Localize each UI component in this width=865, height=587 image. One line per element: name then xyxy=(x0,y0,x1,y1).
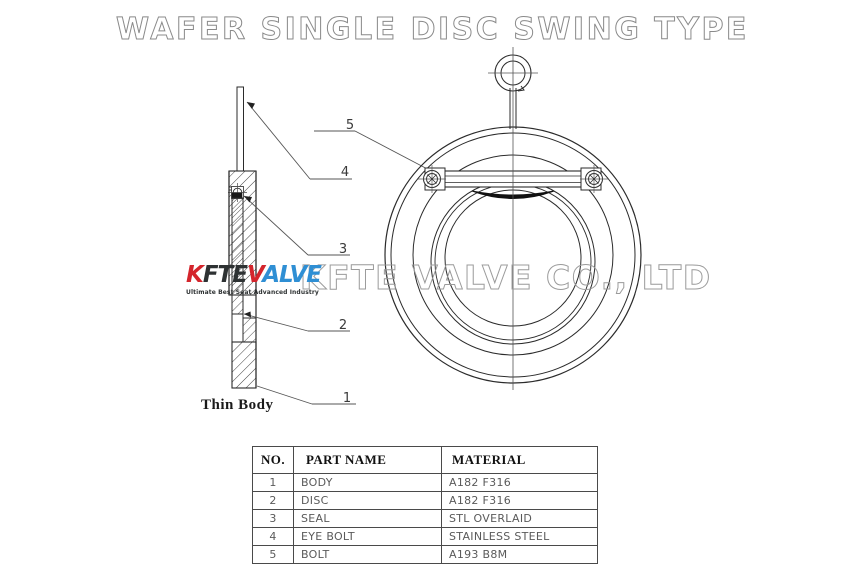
page-title: WAFER SINGLE DISC SWING TYPE xyxy=(116,12,749,48)
callout-number-5: 5 xyxy=(345,118,355,133)
lifting-rod xyxy=(236,86,244,172)
cell-part-name: EYE BOLT xyxy=(293,527,442,546)
cell-material: A182 F316 xyxy=(441,473,598,492)
header-material: MATERIAL xyxy=(441,446,598,474)
cell-part-name: BODY xyxy=(293,473,442,492)
disc-step xyxy=(231,313,257,343)
cell-no: 3 xyxy=(252,509,294,528)
cell-material: STAINLESS STEEL xyxy=(441,527,598,546)
cell-no: 1 xyxy=(252,473,294,492)
disc-section xyxy=(231,197,244,315)
header-no: NO. xyxy=(252,446,294,474)
callout-number-2: 2 xyxy=(338,318,348,333)
callout-number-3: 3 xyxy=(338,242,348,257)
cell-material: A193 B8M xyxy=(441,545,598,564)
body-lower-section xyxy=(231,341,257,389)
table-header-row: NO. PART NAME MATERIAL xyxy=(252,446,598,474)
cell-material: STL OVERLAID xyxy=(441,509,598,528)
bolt-head-left xyxy=(418,165,446,193)
bolt-head-right xyxy=(580,165,608,193)
cell-no: 4 xyxy=(252,527,294,546)
header-part-name: PART NAME xyxy=(293,446,442,474)
cell-no: 2 xyxy=(252,491,294,510)
section-view-label: Thin Body xyxy=(201,397,274,413)
cell-part-name: DISC xyxy=(293,491,442,510)
front-view-right xyxy=(384,47,642,390)
cell-part-name: SEAL xyxy=(293,509,442,528)
cell-no: 5 xyxy=(252,545,294,564)
cell-material: A182 F316 xyxy=(441,491,598,510)
callout-number-4: 4 xyxy=(340,165,350,180)
cell-part-name: BOLT xyxy=(293,545,442,564)
section-view-left xyxy=(228,86,257,389)
seal-arc xyxy=(471,190,555,199)
callout-number-1: 1 xyxy=(342,391,352,406)
